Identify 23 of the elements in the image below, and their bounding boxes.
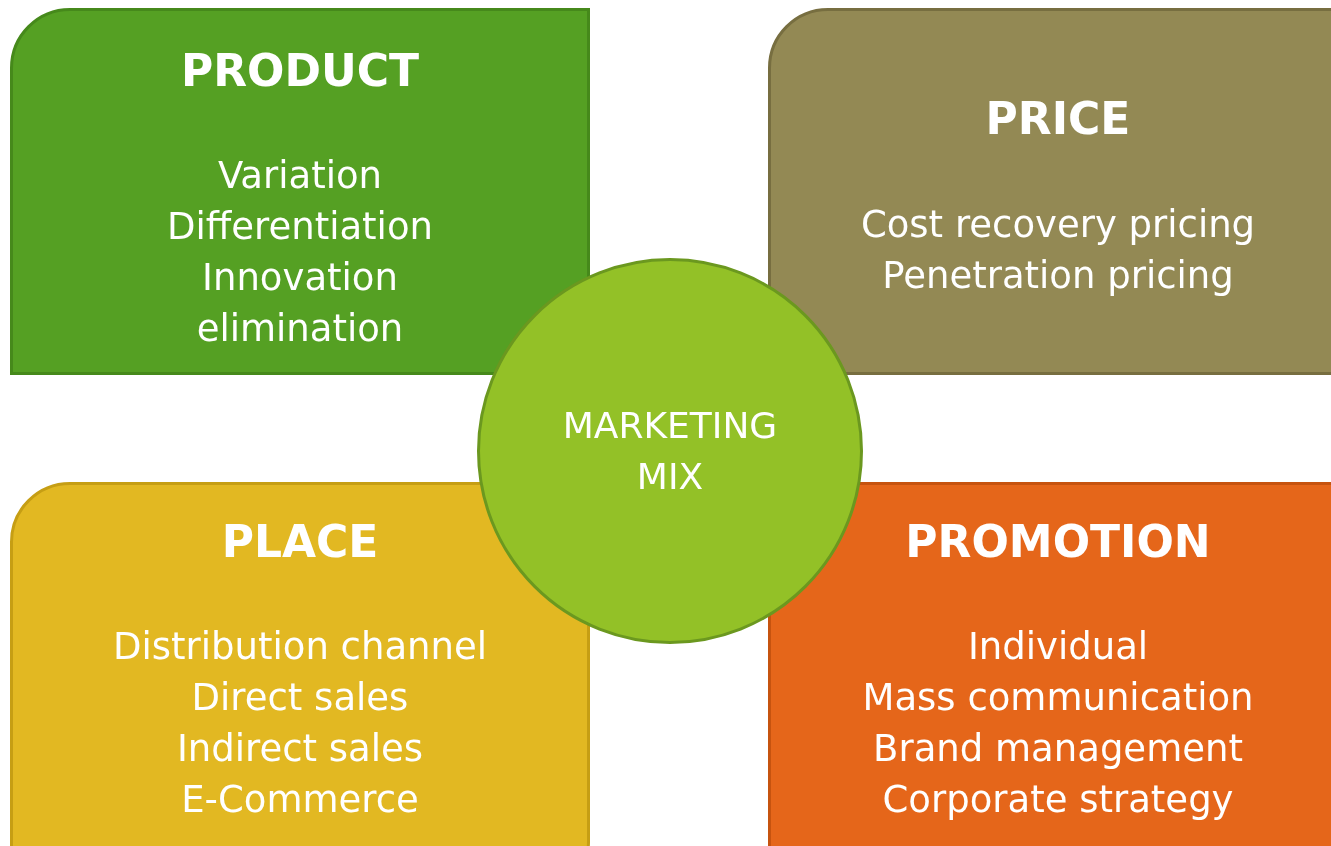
panel-heading: PRICE bbox=[985, 92, 1131, 146]
list-item: Innovation bbox=[202, 255, 398, 301]
list-item: Differentiation bbox=[167, 204, 433, 250]
list-item: Variation bbox=[217, 153, 383, 199]
list-item: Distribution channel bbox=[113, 624, 487, 670]
list-item: E-Commerce bbox=[181, 777, 419, 823]
category-panel bbox=[768, 482, 1331, 846]
list-item: elimination bbox=[196, 306, 404, 352]
list-item: Penetration pricing bbox=[882, 253, 1234, 299]
category-panel bbox=[10, 8, 590, 375]
circle-label: MARKETING MIX bbox=[561, 404, 779, 499]
list-item: Cost recovery pricing bbox=[860, 202, 1256, 248]
list-item: Direct sales bbox=[191, 675, 409, 721]
list-item: Indirect sales bbox=[176, 726, 424, 772]
category-panel bbox=[768, 8, 1331, 375]
category-panel bbox=[10, 482, 590, 846]
list-item: Mass communication bbox=[862, 675, 1254, 721]
panel-heading: PRODUCT bbox=[180, 44, 420, 98]
panel-heading: PROMOTION bbox=[905, 515, 1211, 569]
list-item: Brand management bbox=[873, 726, 1243, 772]
panel-heading: PLACE bbox=[221, 515, 379, 569]
list-item: Corporate strategy bbox=[882, 777, 1234, 823]
list-item: Individual bbox=[967, 624, 1149, 670]
